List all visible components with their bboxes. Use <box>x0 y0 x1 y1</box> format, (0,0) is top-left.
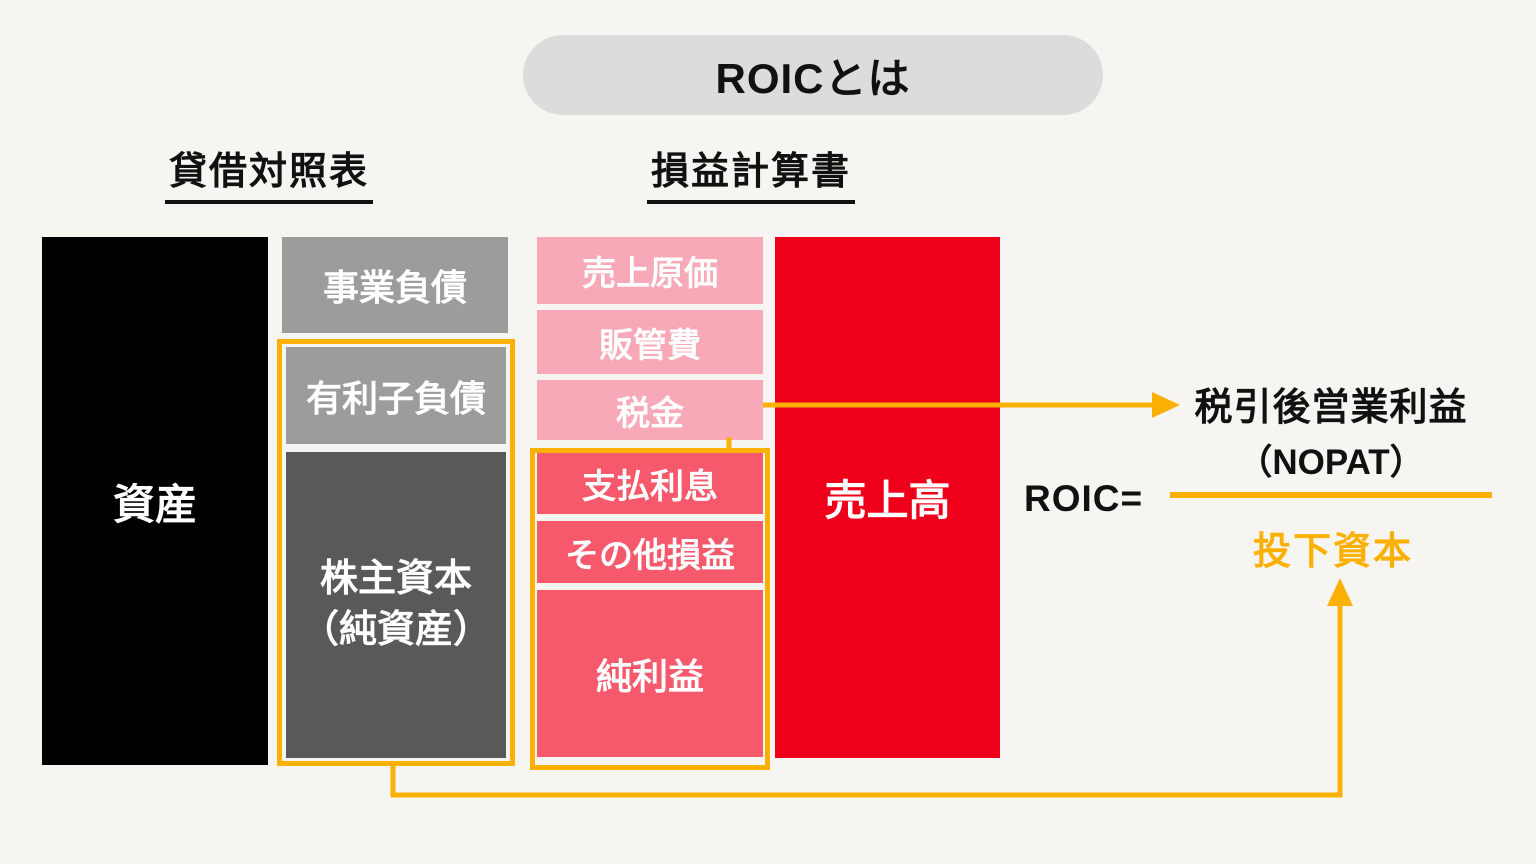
taxes-label: 税金 <box>616 394 684 433</box>
invested-capital-arrow-head <box>1327 578 1353 606</box>
title-pill: ROICとは <box>523 35 1103 115</box>
interest-expense-box: 支払利息 <box>537 453 763 514</box>
nopat-numerator-line1: 税引後営業利益 <box>1194 387 1468 429</box>
other-gains-losses-label: その他損益 <box>565 536 735 575</box>
nopat-numerator: 税引後営業利益 （NOPAT） <box>1194 376 1467 485</box>
sales-revenue-box: 売上高 <box>775 237 1000 758</box>
shareholders-equity-box: 株主資本 （純資産） <box>286 452 506 758</box>
shareholders-equity-line1: 株主資本 <box>319 557 472 600</box>
invested-capital-label: 投下資本 <box>1252 531 1414 573</box>
assets-box: 資産 <box>42 237 268 765</box>
roic-equals-label: ROIC= <box>1024 478 1144 519</box>
cost-of-sales-label: 売上原価 <box>582 255 718 293</box>
cost-of-sales-box: 売上原価 <box>537 237 763 304</box>
net-income-label: 純利益 <box>595 655 704 697</box>
sga-expenses-box: 販管費 <box>537 310 763 374</box>
shareholders-equity-label: 株主資本 （純資産） <box>301 554 491 657</box>
fraction-bar <box>1170 492 1492 498</box>
sga-expenses-label: 販管費 <box>599 326 701 365</box>
business-liabilities-label: 事業負債 <box>322 267 467 308</box>
balance-sheet-header: 貸借対照表 <box>164 140 374 204</box>
business-liabilities-box: 事業負債 <box>282 237 508 333</box>
interest-bearing-debt-box: 有利子負債 <box>286 347 506 444</box>
nopat-arrow-head <box>1152 392 1180 418</box>
interest-bearing-debt-label: 有利子負債 <box>305 377 486 419</box>
net-income-box: 純利益 <box>537 590 763 757</box>
shareholders-equity-line2: （純資産） <box>300 609 491 651</box>
taxes-box: 税金 <box>537 380 763 440</box>
interest-expense-label: 支払利息 <box>582 468 718 506</box>
other-gains-losses-box: その他損益 <box>537 521 763 583</box>
page-title: ROICとは <box>715 54 911 102</box>
sales-revenue-label: 売上高 <box>824 477 951 524</box>
income-statement-header: 損益計算書 <box>646 140 856 204</box>
nopat-numerator-line2: （NOPAT） <box>1237 443 1425 482</box>
assets-label: 資産 <box>112 480 197 528</box>
